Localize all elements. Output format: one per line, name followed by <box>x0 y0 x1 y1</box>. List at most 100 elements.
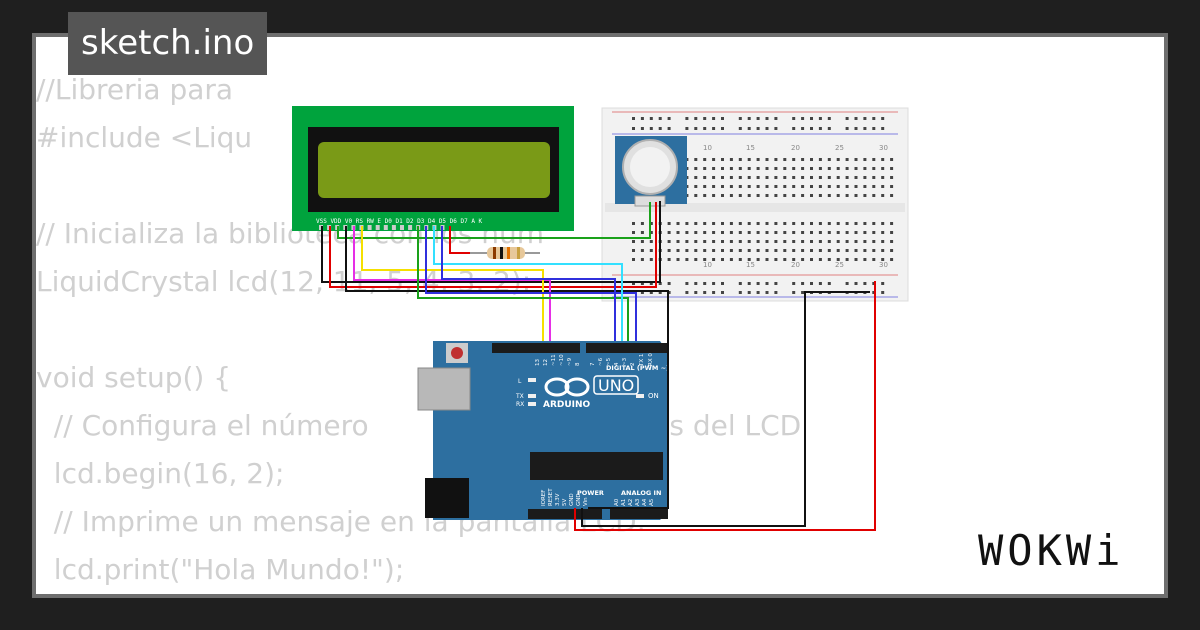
breadboard-hole[interactable] <box>810 194 813 197</box>
breadboard-hole[interactable] <box>694 291 698 294</box>
breadboard-hole[interactable] <box>818 117 822 120</box>
breadboard-hole[interactable] <box>810 127 813 130</box>
breadboard-hole[interactable] <box>792 231 796 234</box>
breadboard-hole[interactable] <box>676 231 680 234</box>
breadboard-hole[interactable] <box>872 249 876 252</box>
breadboard-hole[interactable] <box>712 231 716 234</box>
breadboard-hole[interactable] <box>827 158 831 161</box>
breadboard-hole[interactable] <box>703 249 707 252</box>
breadboard-hole[interactable] <box>836 185 840 188</box>
breadboard-hole[interactable] <box>845 158 849 161</box>
breadboard-hole[interactable] <box>845 231 849 234</box>
breadboard-hole[interactable] <box>721 117 724 120</box>
breadboard-hole[interactable] <box>801 185 805 188</box>
breadboard-hole[interactable] <box>694 222 698 225</box>
breadboard-hole[interactable] <box>881 117 885 120</box>
lcd-pin[interactable] <box>400 225 404 230</box>
breadboard-hole[interactable] <box>694 282 698 285</box>
breadboard-hole[interactable] <box>854 258 858 261</box>
arduino-uno[interactable]: UNO ARDUINO DIGITAL (PWM ~) ON L TX RX P… <box>417 341 669 520</box>
breadboard-hole[interactable] <box>872 282 876 285</box>
breadboard-hole[interactable] <box>872 291 876 294</box>
breadboard-hole[interactable] <box>694 258 698 261</box>
breadboard-hole[interactable] <box>854 282 858 285</box>
breadboard-hole[interactable] <box>872 231 876 234</box>
breadboard-hole[interactable] <box>818 185 822 188</box>
breadboard-hole[interactable] <box>632 127 635 130</box>
lcd-pin[interactable] <box>367 225 372 230</box>
breadboard-hole[interactable] <box>827 240 831 243</box>
breadboard-hole[interactable] <box>738 194 742 197</box>
breadboard-hole[interactable] <box>818 127 822 130</box>
breadboard-hole[interactable] <box>783 176 787 179</box>
breadboard-hole[interactable] <box>890 222 894 225</box>
breadboard-hole[interactable] <box>712 117 716 120</box>
breadboard-hole[interactable] <box>810 282 813 285</box>
breadboard-hole[interactable] <box>765 176 769 179</box>
breadboard-hole[interactable] <box>801 194 805 197</box>
breadboard-hole[interactable] <box>881 222 885 225</box>
breadboard-hole[interactable] <box>747 167 751 170</box>
breadboard-hole[interactable] <box>854 194 858 197</box>
breadboard-hole[interactable] <box>792 222 796 225</box>
breadboard-hole[interactable] <box>881 258 885 261</box>
breadboard-hole[interactable] <box>827 167 831 170</box>
breadboard-hole[interactable] <box>640 249 644 252</box>
breadboard-hole[interactable] <box>872 176 876 179</box>
breadboard-hole[interactable] <box>792 185 796 188</box>
breadboard-hole[interactable] <box>738 291 742 294</box>
breadboard-hole[interactable] <box>881 240 885 243</box>
breadboard-hole[interactable] <box>649 231 653 234</box>
breadboard-hole[interactable] <box>827 231 831 234</box>
breadboard-hole[interactable] <box>890 158 894 161</box>
breadboard-hole[interactable] <box>818 249 822 252</box>
breadboard-hole[interactable] <box>818 176 822 179</box>
breadboard-hole[interactable] <box>881 167 885 170</box>
breadboard-hole[interactable] <box>721 282 724 285</box>
breadboard-hole[interactable] <box>667 240 671 243</box>
breadboard-hole[interactable] <box>818 167 822 170</box>
breadboard-hole[interactable] <box>792 282 796 285</box>
breadboard-hole[interactable] <box>845 249 849 252</box>
breadboard-hole[interactable] <box>863 249 867 252</box>
breadboard-hole[interactable] <box>818 158 822 161</box>
breadboard-hole[interactable] <box>818 222 822 225</box>
breadboard-hole[interactable] <box>872 222 876 225</box>
breadboard-hole[interactable] <box>854 176 858 179</box>
breadboard-hole[interactable] <box>783 194 787 197</box>
breadboard-hole[interactable] <box>658 291 662 294</box>
breadboard-hole[interactable] <box>836 240 840 243</box>
breadboard-hole[interactable] <box>845 185 849 188</box>
breadboard-hole[interactable] <box>685 291 689 294</box>
breadboard-hole[interactable] <box>863 258 867 261</box>
breadboard-hole[interactable] <box>729 240 733 243</box>
breadboard-hole[interactable] <box>827 194 831 197</box>
breadboard-hole[interactable] <box>801 258 805 261</box>
breadboard-hole[interactable] <box>872 185 876 188</box>
breadboard-hole[interactable] <box>792 158 796 161</box>
breadboard-hole[interactable] <box>881 249 885 252</box>
breadboard-hole[interactable] <box>676 240 680 243</box>
breadboard-hole[interactable] <box>756 240 760 243</box>
breadboard-hole[interactable] <box>685 231 689 234</box>
breadboard-hole[interactable] <box>774 249 778 252</box>
breadboard-hole[interactable] <box>881 291 885 294</box>
breadboard-hole[interactable] <box>783 158 787 161</box>
breadboard-hole[interactable] <box>801 222 805 225</box>
breadboard-hole[interactable] <box>845 117 849 120</box>
breadboard-hole[interactable] <box>765 249 769 252</box>
breadboard-hole[interactable] <box>765 158 769 161</box>
lcd-display[interactable]: VSS VDD V0 RS RW E D0 D1 D2 D3 D4 D5 D6 … <box>292 106 574 231</box>
breadboard-hole[interactable] <box>721 167 724 170</box>
breadboard-hole[interactable] <box>649 291 653 294</box>
breadboard-hole[interactable] <box>721 194 724 197</box>
breadboard-hole[interactable] <box>712 194 716 197</box>
breadboard-hole[interactable] <box>810 167 813 170</box>
breadboard-hole[interactable] <box>738 249 742 252</box>
breadboard-hole[interactable] <box>801 127 805 130</box>
breadboard-hole[interactable] <box>827 127 831 130</box>
breadboard-hole[interactable] <box>792 127 796 130</box>
breadboard-hole[interactable] <box>685 222 689 225</box>
breadboard-hole[interactable] <box>827 258 831 261</box>
breadboard-hole[interactable] <box>854 167 858 170</box>
